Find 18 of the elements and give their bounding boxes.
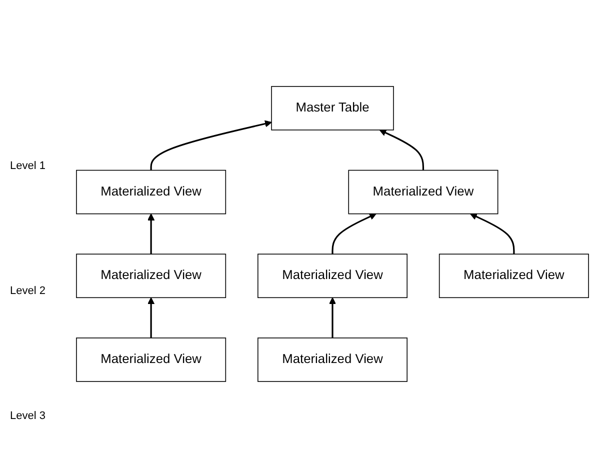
node-box: Materialized View — [76, 170, 226, 214]
arrow — [470, 213, 515, 254]
level-label: Level 3 — [10, 410, 46, 422]
node-box: Materialized View — [76, 338, 226, 382]
arrow — [148, 297, 155, 338]
arrow — [379, 129, 424, 170]
node-box: Materialized View — [258, 338, 408, 382]
level-label: Level 2 — [10, 285, 46, 297]
arrow — [328, 297, 336, 338]
node-box: Materialized View — [348, 170, 498, 214]
node-box: Materialized View — [258, 254, 408, 298]
arrow — [150, 120, 272, 170]
node-box: Master Table — [271, 86, 394, 130]
node-box: Materialized View — [76, 254, 226, 298]
level-label: Level 1 — [10, 160, 46, 172]
node-box: Materialized View — [438, 254, 589, 298]
arrow — [148, 214, 155, 254]
arrow — [332, 213, 376, 254]
